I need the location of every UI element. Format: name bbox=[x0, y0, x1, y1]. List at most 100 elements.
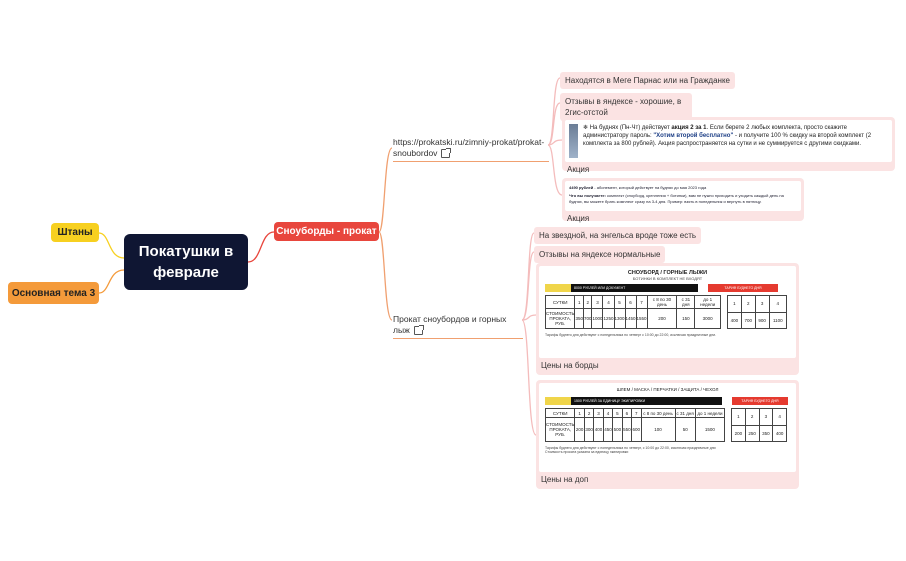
table-cell: 50 bbox=[674, 417, 696, 442]
table-cell: с 8 по 30 день bbox=[646, 294, 678, 310]
table-cell: 150 bbox=[676, 308, 696, 329]
table-cell: 3000 bbox=[694, 308, 721, 329]
table-cell: 1550 bbox=[635, 308, 648, 329]
table-cell: 100 bbox=[640, 417, 676, 442]
link-prokatski-text[interactable]: https://prokatski.ru/zimniy-prokat/proka… bbox=[393, 137, 545, 158]
table-cell: 5 bbox=[612, 408, 623, 418]
snowflake-icon: ❄ bbox=[583, 125, 589, 131]
table-cell: 3 bbox=[754, 295, 770, 313]
promo2-line1-text: - абонемент, который действует на буднях… bbox=[593, 185, 707, 190]
promo-card-2[interactable]: 4490 рублей - абонемент, который действу… bbox=[562, 178, 804, 223]
table-cell: 5 bbox=[613, 294, 626, 310]
promo2-line2-text: комплект (сноуборд, крепления + ботинки)… bbox=[569, 193, 784, 204]
table-cell: 500 bbox=[612, 417, 623, 442]
table-cell: 1000 bbox=[591, 308, 604, 329]
price-extra-title: ШЛЕМ / МАСКА / ПЕРЧАТКИ / ЗАЩИТА / ЧЕХОЛ bbox=[616, 387, 719, 392]
promo1-password: "Хотим второй бесплатно" bbox=[653, 133, 734, 139]
topic-snowboard-rental[interactable]: Сноуборды - прокат bbox=[274, 222, 379, 241]
price-image-boards: СНОУБОРД / ГОРНЫЕ ЛЫЖИ БОТИНКИ В КОМПЛЕК… bbox=[539, 266, 796, 358]
table-cell: 6 bbox=[624, 294, 637, 310]
table-cell: 2 bbox=[740, 295, 756, 313]
price-table-extra: СУТКИ 1 2 3 4 5 6 7 с 8 по 30 день с 31 … bbox=[544, 408, 726, 442]
price-extra-note-2: Стоимость проката указана за единицу эки… bbox=[545, 450, 629, 454]
table-header: СУТКИ bbox=[544, 294, 576, 310]
note-location[interactable]: Находятся в Меге Парнас или на Гражданке bbox=[560, 72, 735, 89]
table-cell: с 8 по 30 день bbox=[640, 408, 676, 418]
price-boards-bars: 8000 РУБЛЕЙ ИЛИ ДОКУМЕНТ ТАРИФ БУДНЕГО Д… bbox=[545, 284, 790, 292]
table-row: СУТКИ 1 2 3 4 5 6 7 с 8 по 30 день с 31 … bbox=[544, 294, 721, 310]
table-cell: 250 bbox=[744, 424, 760, 442]
price-card-extra[interactable]: ШЛЕМ / МАСКА / ПЕРЧАТКИ / ЗАЩИТА / ЧЕХОЛ… bbox=[536, 380, 799, 489]
table-row: СТОИМОСТЬ ПРОКАТА, РУБ. 350 700 1000 125… bbox=[544, 308, 721, 329]
price-boards-note: Тарифы буднего дня действуют с понедельн… bbox=[545, 333, 717, 337]
external-link-icon[interactable] bbox=[441, 148, 452, 159]
note-zvezdnaya-text: На звездной, на энгельса вроде тоже есть bbox=[539, 231, 697, 240]
price-image-extra: ШЛЕМ / МАСКА / ПЕРЧАТКИ / ЗАЩИТА / ЧЕХОЛ… bbox=[539, 383, 796, 472]
table-cell: 1100 bbox=[768, 311, 788, 329]
table-cell: 400 bbox=[727, 311, 742, 329]
table-cell: 4 bbox=[772, 408, 787, 426]
promo1-rest2: - и получите 100 % скидку на второй комп… bbox=[583, 133, 872, 147]
note-reviews-2[interactable]: Отзывы на яндексе нормальные bbox=[534, 246, 666, 263]
table-cell: 450 bbox=[602, 417, 614, 442]
table-row: 1 2 3 4 bbox=[727, 295, 788, 313]
price-extra-note-1: Тарифы буднего дня действуют с понедельн… bbox=[545, 446, 716, 450]
table-cell: 2 bbox=[583, 408, 595, 418]
root-topic[interactable]: Покатушки в феврале bbox=[124, 234, 248, 290]
table-cell: 1500 bbox=[694, 417, 726, 442]
table-cell: 1 bbox=[731, 408, 746, 426]
table-cell: 400 bbox=[593, 417, 604, 442]
table-cell: 2 bbox=[582, 294, 593, 310]
table-cell: 1 bbox=[574, 408, 585, 418]
table-cell: 350 bbox=[758, 424, 774, 442]
table-cell: 4 bbox=[602, 294, 615, 310]
table-cell: 400 bbox=[772, 424, 787, 442]
note-zvezdnaya[interactable]: На звездной, на энгельса вроде тоже есть bbox=[534, 227, 702, 244]
promo1-bold: акция 2 за 1 bbox=[671, 125, 707, 131]
yellow-bar bbox=[545, 284, 571, 292]
table-row: 200 250 350 400 bbox=[731, 424, 787, 442]
price-caption-boards: Цены на борды bbox=[541, 361, 599, 370]
external-link-icon[interactable] bbox=[413, 325, 424, 336]
note-reviews[interactable]: Отзывы в яндексе - хорошие, в 2гис-отсто… bbox=[560, 93, 692, 121]
topic-main-3[interactable]: Основная тема 3 bbox=[8, 282, 99, 304]
weekday-bar: ТАРИФ БУДНЕГО ДНЯ bbox=[708, 284, 778, 292]
underline bbox=[393, 338, 523, 339]
promo-card-1[interactable]: ❄ На буднях (Пн-Чт) действует акция 2 за… bbox=[562, 117, 895, 174]
table-cell: с 31 дня bbox=[676, 294, 696, 310]
table-cell: 200 bbox=[731, 424, 746, 442]
table-cell: 3 bbox=[591, 294, 604, 310]
note-reviews-2-text: Отзывы на яндексе нормальные bbox=[539, 250, 661, 259]
root-topic-label: Покатушки в феврале bbox=[138, 243, 234, 281]
table-cell: 4 bbox=[768, 295, 788, 313]
promo2-line2-bold: Что вы получаете: bbox=[569, 193, 606, 198]
topic-pants[interactable]: Штаны bbox=[51, 223, 99, 242]
promo-caption-1: Акция bbox=[567, 165, 590, 174]
table-header: СТОИМОСТЬ ПРОКАТА, РУБ. bbox=[544, 308, 576, 329]
price-extra-bars: 1500 РУБЛЕЙ ЗА ЕДИНИЦУ ЭКИПИРОВКИ ТАРИФ … bbox=[545, 397, 790, 405]
promo-caption-2: Акция bbox=[567, 214, 590, 223]
price-boards-tables: СУТКИ 1 2 3 4 5 6 7 с 8 по 30 день с 31 … bbox=[544, 294, 790, 329]
link-rental-text[interactable]: Прокат сноубордов и горных лыж bbox=[393, 314, 507, 335]
table-cell: 550 bbox=[621, 417, 633, 442]
topic-snowboard-rental-label: Сноуборды - прокат bbox=[276, 226, 377, 237]
table-row: СТОИМОСТЬ ПРОКАТА, РУБ. 200 300 400 450 … bbox=[544, 417, 726, 442]
price-boards-title: СНОУБОРД / ГОРНЫЕ ЛЫЖИ bbox=[627, 270, 708, 276]
table-cell: 1250 bbox=[602, 308, 615, 329]
table-cell: 200 bbox=[574, 417, 585, 442]
promo2-line1-bold: 4490 рублей bbox=[569, 185, 594, 190]
note-reviews-text: Отзывы в яндексе - хорошие, в 2гис-отсто… bbox=[565, 97, 682, 117]
promo1-rest: . Если берете 2 любых комплекта, просто … bbox=[583, 125, 847, 139]
table-cell: 350 bbox=[574, 308, 584, 329]
link-node-prokatski[interactable]: https://prokatski.ru/zimniy-prokat/proka… bbox=[393, 137, 549, 162]
table-cell: 2 bbox=[744, 408, 760, 426]
weekday-bar: ТАРИФ БУДНЕГО ДНЯ bbox=[732, 397, 788, 405]
table-cell: 1300 bbox=[613, 308, 626, 329]
table-cell: 200 bbox=[646, 308, 678, 329]
table-cell: 7 bbox=[631, 408, 642, 418]
link-node-rental[interactable]: Прокат сноубордов и горных лыж bbox=[393, 314, 523, 339]
table-cell: 6 bbox=[621, 408, 633, 418]
note-location-text: Находятся в Меге Парнас или на Гражданке bbox=[565, 76, 730, 85]
price-card-boards[interactable]: СНОУБОРД / ГОРНЫЕ ЛЫЖИ БОТИНКИ В КОМПЛЕК… bbox=[536, 263, 799, 375]
